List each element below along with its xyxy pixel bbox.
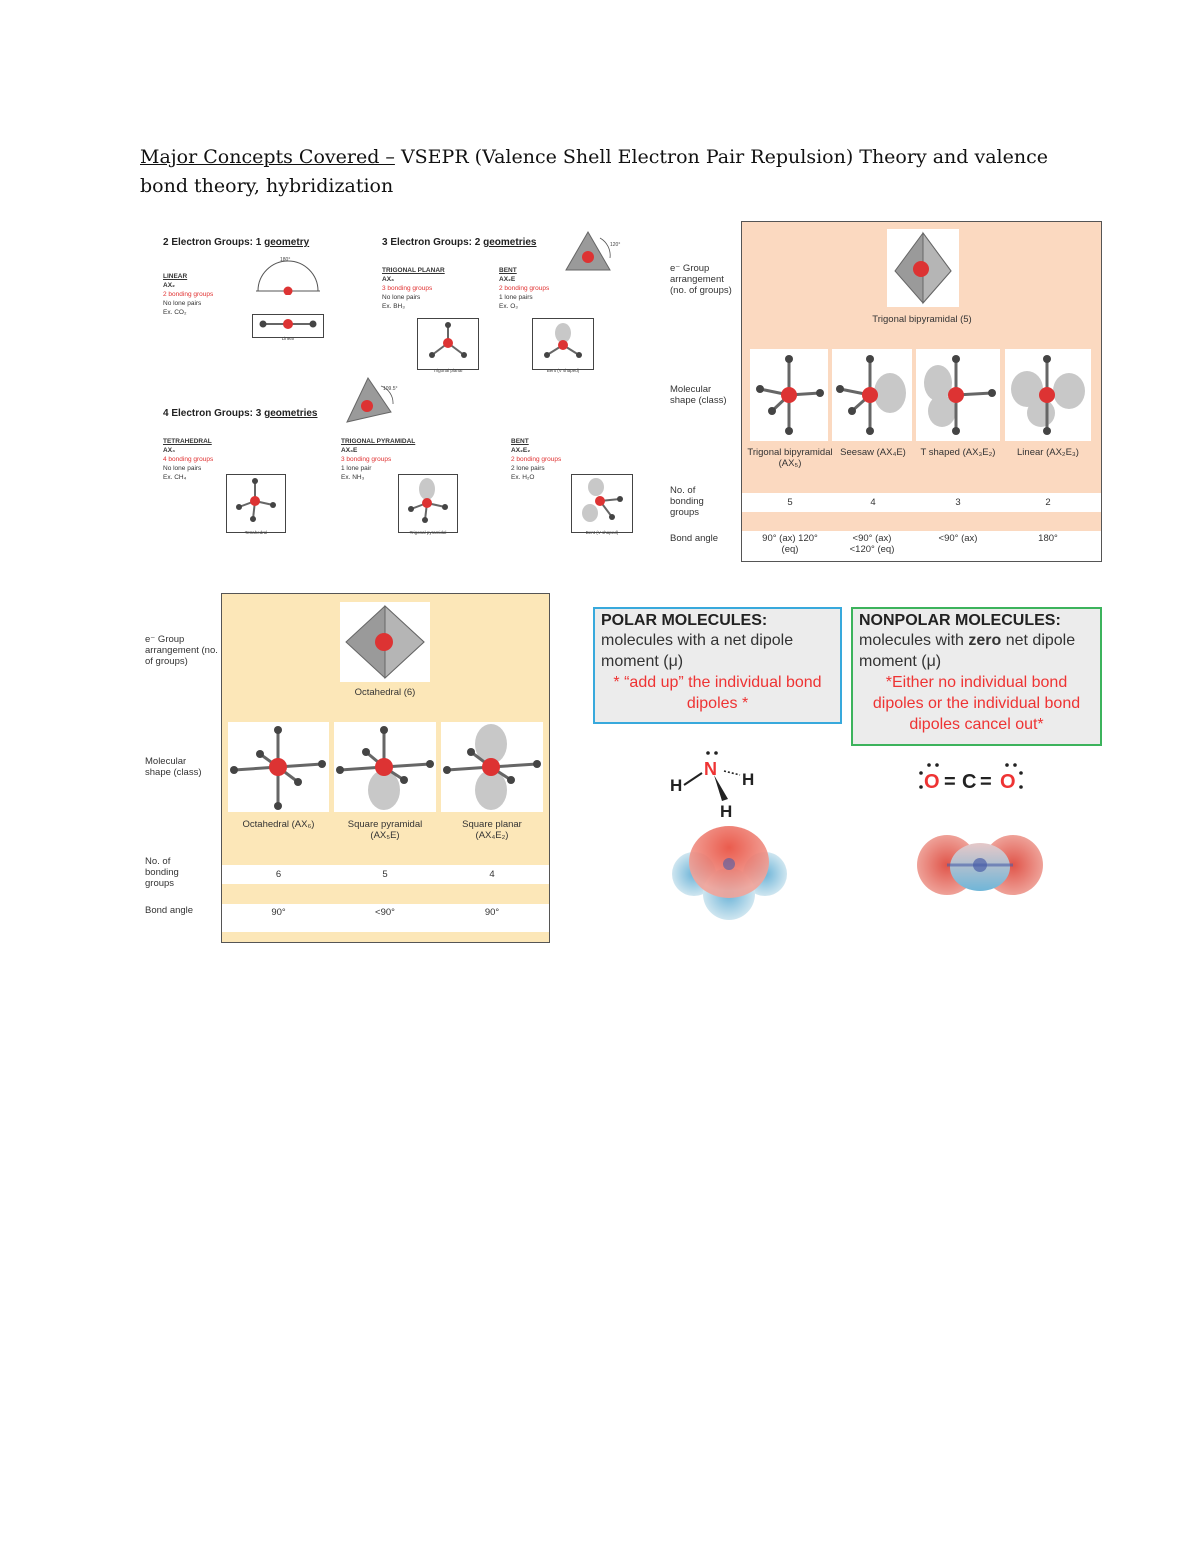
carbon-dioxide-lewis-structure: O = C = O (919, 763, 1023, 793)
bent-3-info: BENT AX₂E 2 bonding groups 1 lone pairs … (499, 267, 550, 310)
square-planar-shape-image (441, 722, 543, 812)
linear-molecule-image: Linear (252, 314, 324, 341)
trigonal-pyramidal-info: TRIGONAL PYRAMIDAL AX₃E 3 bonding groups… (341, 438, 416, 481)
group-4-title: 4 Electron Groups: 3 geometries (163, 408, 318, 419)
table6-label-egroup: e⁻ Group arrangement (no. of groups) (145, 634, 218, 667)
table5-n-3: 2 (1045, 497, 1051, 508)
svg-text:O: O (1000, 771, 1016, 793)
heading-rest: VSEPR (Valence Shell Electron Pair Repul… (140, 146, 1048, 197)
table6-angle-1: <90° (375, 907, 395, 918)
tetrahedral-info: TETRAHEDRAL AX₄ 4 bonding groups No lone… (163, 438, 214, 481)
table5-arrangement: Trigonal bipyramidal (5) (872, 314, 972, 325)
table5-shape-2: T shaped (AX₃E₂) (920, 447, 996, 458)
svg-text:=: = (944, 771, 956, 793)
table6-label-shape: Molecular shape (class) (145, 756, 202, 778)
trigonal-planar-diagram: 120° (565, 231, 620, 271)
trigonal-planar-info: TRIGONAL PLANAR AX₃ 3 bonding groups No … (382, 267, 445, 310)
polar-definition: molecules with a net dipole moment (μ) (601, 632, 794, 670)
tbp-shape-image (750, 349, 828, 441)
table6-angle-2: 90° (484, 907, 500, 918)
seesaw-shape-image (832, 349, 912, 441)
polar-note: * “add up” the individual bond dipoles * (613, 674, 822, 712)
group-3-title: 3 Electron Groups: 2 geometries (382, 237, 537, 248)
table5-n-2: 3 (955, 497, 961, 508)
table5-label-shape: Molecular shape (class) (670, 384, 727, 406)
square-pyramidal-shape-image (334, 722, 436, 812)
nonpolar-note: *Either no individual bond dipoles or th… (872, 674, 1081, 733)
table5-angle-row (742, 531, 1101, 561)
trigonal-bipyramidal-table: Trigonal bipyramidal (5) Trigonal bipyra… (741, 221, 1102, 562)
bent-4-info: BENT AX₂E₂ 2 bonding groups 2 lone pairs… (511, 438, 562, 481)
svg-text:N: N (704, 759, 717, 779)
svg-text:H: H (670, 776, 682, 795)
table5-shape-3: Linear (AX₂E₃) (1017, 447, 1079, 458)
table5-label-nbond: No. of bonding groups (670, 485, 704, 518)
angle-180-label: 180° (280, 257, 290, 263)
table6-label-angle: Bond angle (145, 905, 194, 916)
table6-shape-2: Square planar (AX₄E₂) (462, 819, 522, 841)
table5-n-1: 4 (870, 497, 876, 508)
table6-angle-row (222, 904, 549, 932)
nonpolar-definition: molecules with zero net dipole moment (μ… (859, 632, 1076, 670)
table6-nbond-row (222, 865, 549, 884)
table6-label-nbond: No. of bonding groups (145, 856, 179, 889)
page-title: Major Concepts Covered – VSEPR (Valence … (140, 143, 1060, 201)
table5-angle-3: 180° (1038, 533, 1058, 544)
table5-shape-1: Seesaw (AX₄E) (840, 447, 906, 458)
t-shaped-shape-image (916, 349, 1000, 441)
octahedral-table: Octahedral (6) Octahedral (AX₆) Square p… (221, 593, 550, 943)
table5-nbond-row (742, 493, 1101, 512)
nonpolar-molecules-box: NONPOLAR MOLECULES: molecules with zero … (851, 607, 1102, 746)
table6-n-2: 4 (489, 869, 495, 880)
table5-label-egroup: e⁻ Group arrangement (no. of groups) (670, 263, 732, 296)
table6-shape-0: Octahedral (AX₆) (242, 819, 315, 830)
trigonal-pyramidal-molecule-image: Trigonal pyramidal (398, 474, 458, 535)
svg-text:O: O (924, 771, 940, 793)
angle-120-label: 120° (610, 242, 620, 248)
trigonal-planar-molecule-image: Trigonal planar (417, 318, 479, 373)
heading-underlined: Major Concepts Covered – (140, 146, 395, 168)
polar-title: POLAR MOLECULES: (601, 612, 768, 629)
bent-3-molecule-image: Bent (V shaped) (532, 318, 594, 373)
table6-shape-1: Square pyramidal (AX₅E) (347, 819, 423, 841)
table5-angle-2: <90° (ax) (938, 533, 978, 544)
ammonia-electrostatic-map (672, 826, 787, 920)
group-2-title: 2 Electron Groups: 1 geometry (163, 237, 310, 248)
angle-109-label: 109.5° (383, 386, 398, 392)
angle-180-diagram: 180° (256, 257, 320, 295)
table5-n-0: 5 (787, 497, 793, 508)
carbon-dioxide-electrostatic-map (917, 835, 1043, 895)
tetrahedral-molecule-image: Tetrahedral (226, 474, 286, 535)
bent-4-molecule-image: Bent (V shaped) (571, 474, 633, 535)
table5-label-angle: Bond angle (670, 533, 719, 544)
svg-text:H: H (742, 770, 754, 789)
svg-text:C: C (962, 771, 976, 793)
table5-shape-0: Trigonal bipyramidal (AX₅) (747, 447, 833, 469)
trigonal-bipyramidal-arrangement-image (887, 229, 959, 307)
table6-n-0: 6 (275, 869, 282, 880)
table6-arrangement: Octahedral (6) (354, 687, 416, 698)
svg-text:=: = (980, 771, 992, 793)
linear-info: LINEAR AX₂ 2 bonding groups No lone pair… (163, 273, 214, 316)
nonpolar-title: NONPOLAR MOLECULES: (859, 612, 1061, 629)
table5-angle-1: <90° (ax) <120° (eq) (849, 533, 895, 555)
linear-shape-image (1005, 349, 1091, 441)
svg-text:H: H (720, 802, 732, 820)
table6-n-1: 5 (382, 869, 388, 880)
polar-molecules-box: POLAR MOLECULES: molecules with a net di… (593, 607, 842, 724)
octahedral-shape-image (228, 722, 329, 812)
tetrahedral-diagram: 109.5° (346, 376, 398, 423)
table6-angle-0: 90° (271, 907, 286, 918)
table5-angle-0: 90° (ax) 120° (eq) (762, 533, 818, 555)
ammonia-lewis-structure: N H H H (670, 751, 754, 820)
octahedral-arrangement-image (340, 602, 430, 682)
